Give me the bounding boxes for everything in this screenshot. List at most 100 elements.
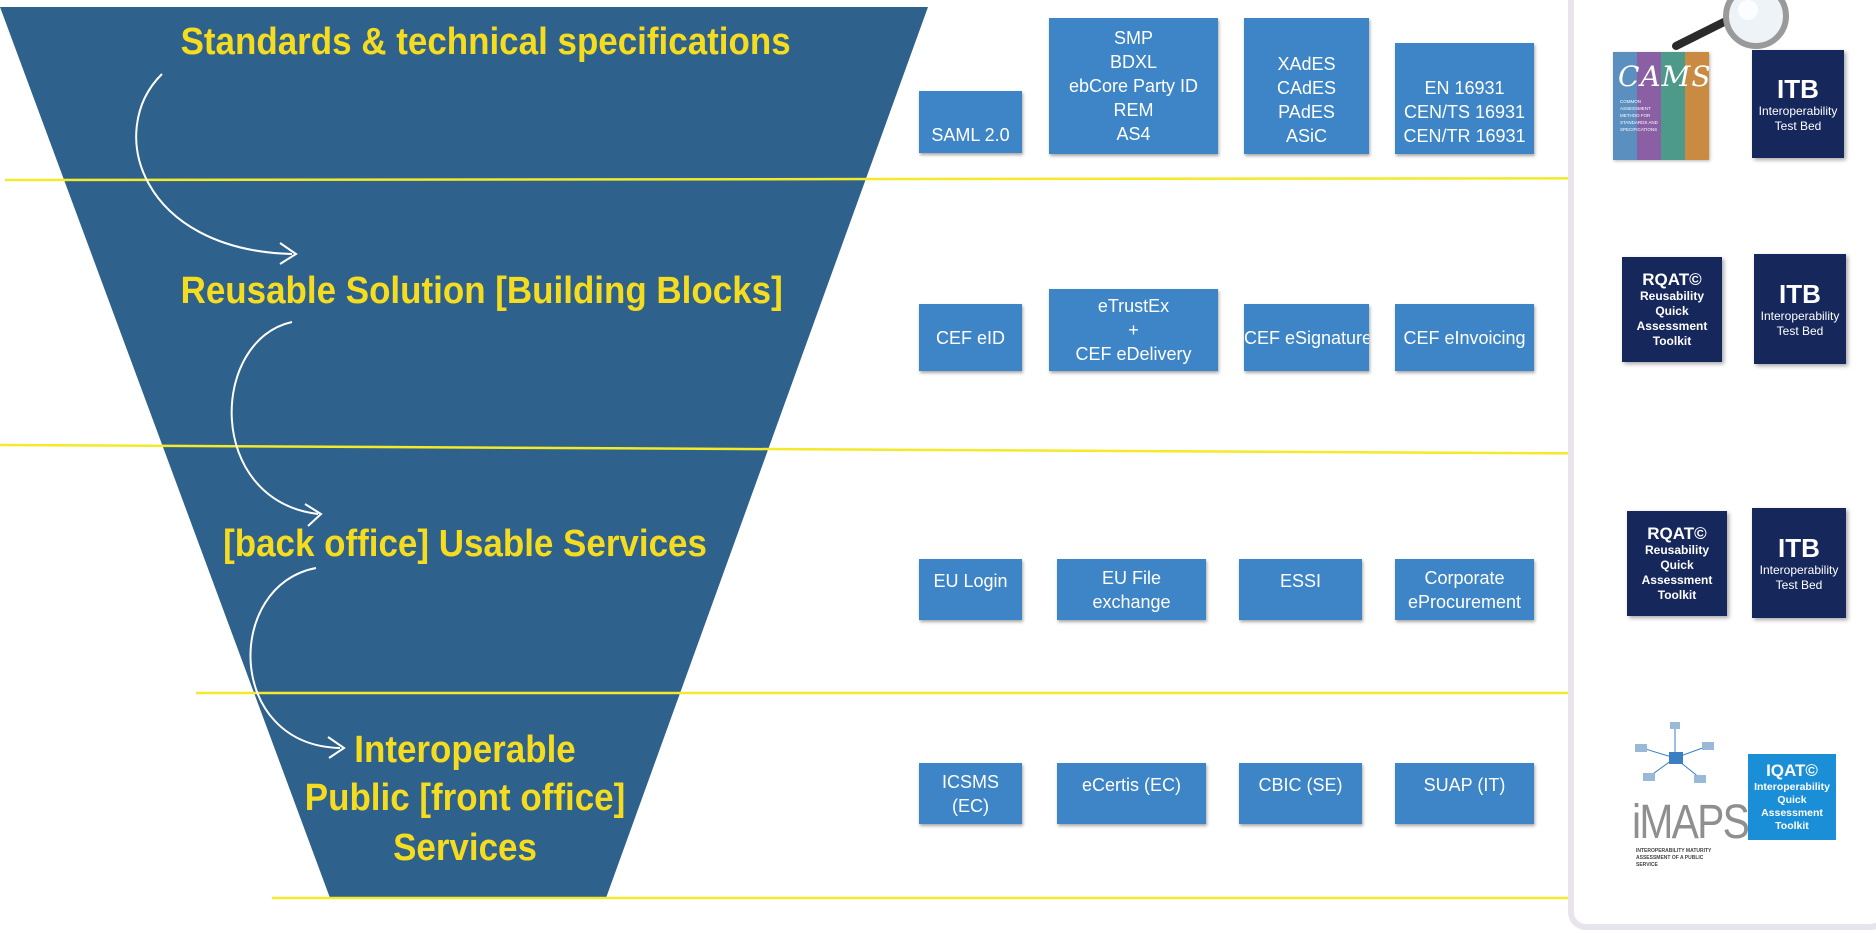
arrowhead-1 [279, 242, 298, 265]
box-line: XAdES [1277, 54, 1336, 74]
box-cbic: CBIC (SE) [1239, 763, 1362, 824]
rqat-title: RQAT© [1647, 524, 1707, 543]
box-line: CEF eSignature [1244, 327, 1369, 348]
itb-logo-1: ITB Interoperability Test Bed [1752, 50, 1844, 158]
box-eu-login: EU Login [919, 559, 1022, 620]
imaps-logo-text: iMAPS [1632, 796, 1750, 849]
box-line: eProcurement [1407, 591, 1522, 612]
imaps-logo-subtitle: INTEROPERABILITY MATURITY ASSESSMENT OF … [1636, 848, 1712, 868]
box-etrustex-edelivery: eTrustEx + CEF eDelivery [1049, 289, 1218, 371]
itb-sub-1: Interoperability [1759, 563, 1839, 577]
itb-sub-1: Interoperability [1760, 309, 1840, 323]
itb-sub-1: Interoperability [1758, 104, 1838, 118]
iqat-line: Assessment [1761, 807, 1823, 819]
rqat-logo-1: RQAT© Reusability Quick Assessment Toolk… [1622, 257, 1722, 362]
itb-title: ITB [1778, 533, 1820, 563]
itb-logo-3: ITB Interoperability Test Bed [1752, 508, 1846, 618]
rqat-logo-2: RQAT© Reusability Quick Assessment Toolk… [1627, 511, 1727, 616]
box-line: CAdES [1276, 78, 1337, 98]
box-line: AS4 [1116, 124, 1151, 144]
box-line: ICSMS [941, 771, 999, 792]
iqat-line: Toolkit [1775, 820, 1809, 832]
box-cef-einvoicing: CEF eInvoicing [1395, 304, 1534, 371]
box-en16931: EN 16931 CEN/TS 16931 CEN/TR 16931 [1395, 43, 1534, 154]
rqat-line: Toolkit [1657, 588, 1697, 602]
rqat-line: Assessment [1636, 319, 1708, 333]
stage-title-building-blocks: Reusable Solution [Building Blocks] [180, 270, 783, 312]
box-icsms: ICSMS (EC) [919, 763, 1022, 824]
box-line: exchange [1092, 591, 1171, 612]
flow-arrow-3 [249, 567, 341, 749]
box-essi: ESSI [1239, 559, 1362, 620]
box-eu-file-exchange: EU File exchange [1057, 559, 1206, 620]
camss-logo-text: CAMSS [1618, 60, 1732, 93]
divider-line-2 [0, 443, 1876, 457]
imaps-diagram-icon [1635, 722, 1714, 783]
box-line: eCertis (EC) [1081, 775, 1181, 795]
box-line: SUAP (IT) [1423, 775, 1506, 795]
rqat-line: Reusability [1639, 289, 1705, 303]
flow-arrow-1 [135, 73, 293, 255]
arrowhead-3 [327, 736, 346, 759]
box-line: CEF eID [935, 327, 1005, 348]
box-suap: SUAP (IT) [1395, 763, 1534, 824]
itb-title: ITB [1779, 279, 1821, 309]
itb-title: ITB [1777, 74, 1819, 104]
box-xades: XAdES CAdES PAdES ASiC [1244, 18, 1369, 154]
camss-logo [1613, 52, 1709, 160]
box-line: Corporate [1424, 567, 1505, 588]
box-line: eTrustEx [1097, 296, 1170, 316]
itb-logo-2: ITB Interoperability Test Bed [1754, 254, 1846, 364]
magnifier-icon [1672, 0, 1789, 50]
box-line: ASiC [1285, 126, 1327, 146]
rqat-line: Quick [1655, 304, 1689, 318]
box-line: ESSI [1279, 571, 1322, 591]
arrowhead-2 [304, 503, 323, 527]
flow-arrows [135, 73, 346, 759]
rqat-line: Quick [1660, 558, 1694, 572]
rqat-line: Assessment [1641, 573, 1713, 587]
stage-title-line-2: Public [front office] [304, 777, 626, 819]
box-line: REM [1113, 100, 1154, 120]
box-line: CBIC (SE) [1258, 775, 1343, 795]
camss-logo-subtitle: COMMON ASSESSMENT METHOD FOR STANDARDS A… [1620, 99, 1658, 132]
divider-line-1 [4, 176, 1876, 182]
box-line: CEN/TS 16931 [1403, 102, 1526, 122]
itb-sub-2: Test Bed [1774, 119, 1822, 133]
rqat-line: Toolkit [1652, 334, 1692, 348]
iqat-title: IQAT© [1766, 761, 1818, 780]
box-line: PAdES [1278, 102, 1335, 122]
box-smp-bdxl: SMP BDXL ebCore Party ID REM AS4 [1049, 18, 1218, 154]
iqat-line: Interoperability [1754, 781, 1830, 793]
iqat-logo: IQAT© Interoperability Quick Assessment … [1748, 754, 1836, 840]
box-line: EN 16931 [1424, 78, 1505, 98]
itb-sub-2: Test Bed [1775, 578, 1823, 592]
box-line: EU File [1101, 567, 1161, 588]
box-corporate-eprocurement: Corporate eProcurement [1395, 559, 1534, 620]
box-line: CEF eInvoicing [1403, 327, 1526, 348]
stage-title-back-office: [back office] Usable Services [223, 523, 707, 565]
box-line: + [1128, 320, 1139, 340]
funnel-shape [0, 7, 928, 898]
box-line: ebCore Party ID [1068, 76, 1199, 96]
box-cef-esignature: CEF eSignature [1244, 304, 1369, 371]
box-line: CEF eDelivery [1075, 344, 1192, 364]
box-line: (EC) [952, 795, 989, 816]
box-line: EU Login [933, 571, 1008, 591]
stage-title-line-3: Services [393, 827, 537, 869]
flow-arrow-2 [230, 321, 319, 515]
box-line: BDXL [1109, 52, 1158, 72]
itb-sub-2: Test Bed [1776, 324, 1824, 338]
stage-title-line-1: Interoperable [354, 729, 576, 771]
stage-title-standards: Standards & technical specifications [180, 21, 791, 63]
iqat-line: Quick [1777, 794, 1807, 806]
box-line: SAML 2.0 [931, 125, 1010, 145]
rqat-line: Reusability [1644, 543, 1710, 557]
box-saml: SAML 2.0 [919, 91, 1022, 153]
box-ecertis: eCertis (EC) [1057, 763, 1206, 824]
rqat-title: RQAT© [1642, 270, 1702, 289]
box-line: SMP [1113, 28, 1153, 48]
box-cef-eid: CEF eID [919, 304, 1022, 371]
box-line: CEN/TR 16931 [1403, 126, 1526, 146]
